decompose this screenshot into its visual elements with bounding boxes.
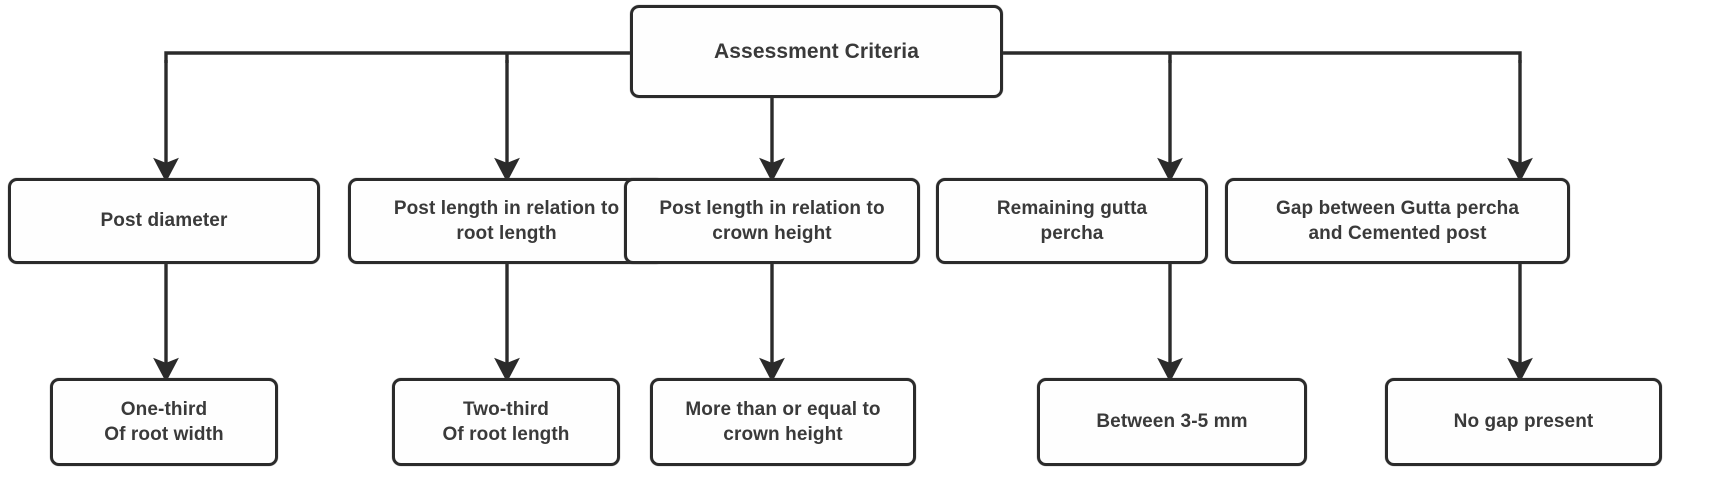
- node-post-length-root[interactable]: Post length in relation to root length: [348, 178, 665, 264]
- node-label: Remaining gutta percha: [996, 197, 1148, 244]
- node-label: No gap present: [1453, 411, 1594, 433]
- node-label: Post diameter: [100, 210, 228, 232]
- node-no-gap-present[interactable]: No gap present: [1385, 378, 1662, 466]
- node-label: Gap between Gutta percha and Cemented po…: [1275, 197, 1520, 244]
- node-label: More than or equal to crown height: [685, 398, 881, 445]
- node-gap-gutta-post[interactable]: Gap between Gutta percha and Cemented po…: [1225, 178, 1570, 264]
- node-label: Between 3-5 mm: [1096, 411, 1248, 433]
- node-post-length-crown[interactable]: Post length in relation to crown height: [624, 178, 920, 264]
- node-between-3-5-mm[interactable]: Between 3-5 mm: [1037, 378, 1307, 466]
- node-assessment-criteria[interactable]: Assessment Criteria: [630, 5, 1003, 98]
- node-post-diameter[interactable]: Post diameter: [8, 178, 320, 264]
- node-label: One-third Of root width: [104, 398, 224, 445]
- bus-right: [1003, 51, 1522, 63]
- node-label: Two-third Of root length: [442, 398, 570, 445]
- node-two-third-root-length[interactable]: Two-third Of root length: [392, 378, 620, 466]
- bus-left: [164, 51, 630, 63]
- node-label: Post length in relation to crown height: [659, 197, 885, 244]
- node-more-than-crown-height[interactable]: More than or equal to crown height: [650, 378, 916, 466]
- node-remaining-gutta-percha[interactable]: Remaining gutta percha: [936, 178, 1208, 264]
- node-label: Post length in relation to root length: [393, 197, 620, 244]
- node-label: Assessment Criteria: [714, 39, 919, 63]
- node-one-third-root-width[interactable]: One-third Of root width: [50, 378, 278, 466]
